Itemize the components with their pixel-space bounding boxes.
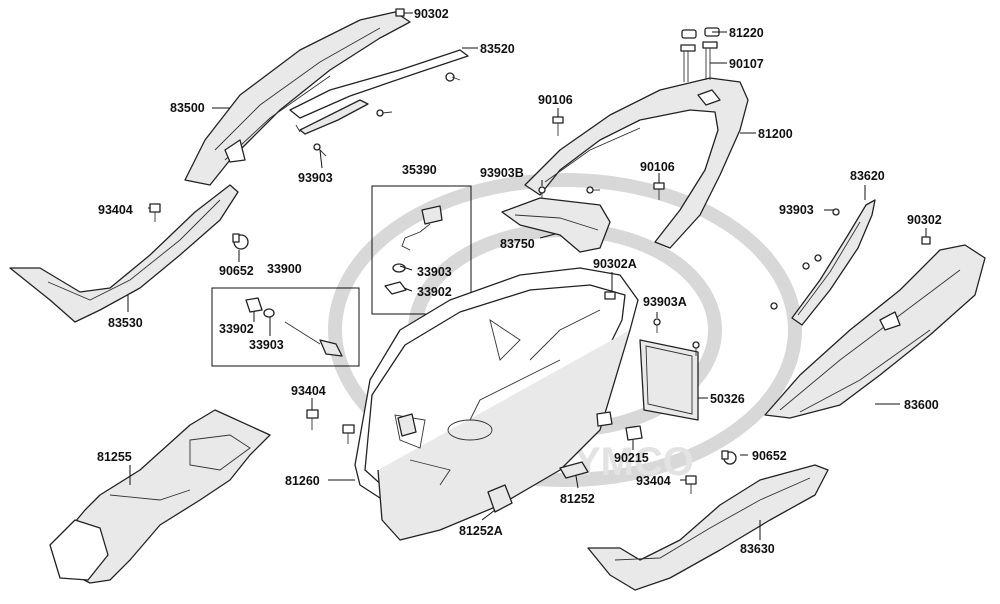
label-81200: 81200 <box>758 127 793 141</box>
label-33902-b: 33902 <box>219 322 254 336</box>
part-81252a-shape <box>487 484 513 513</box>
label-90302a: 90302A <box>593 257 637 271</box>
part-83530-shape <box>9 184 239 323</box>
label-90652-a: 90652 <box>219 264 254 278</box>
label-83530: 83530 <box>108 316 143 330</box>
part-93404c-bolt-shape <box>685 475 697 494</box>
part-93404-bolt-a-shape <box>149 203 161 222</box>
part-93903-screw-shape <box>313 143 327 157</box>
label-93404-a: 93404 <box>98 203 133 217</box>
part-83620-shape <box>791 199 876 326</box>
label-81255: 81255 <box>97 450 132 464</box>
label-33903-b: 33903 <box>249 338 284 352</box>
label-33902-a: 33902 <box>417 285 452 299</box>
label-93903a: 93903A <box>643 295 687 309</box>
part-81200-shape <box>524 77 749 249</box>
part-labels: 90302 83520 83500 93903 81220 90107 9010… <box>97 7 942 556</box>
label-35390: 35390 <box>402 163 437 177</box>
kit-35390-box <box>371 185 472 315</box>
label-81260: 81260 <box>285 474 320 488</box>
label-83630: 83630 <box>740 542 775 556</box>
part-90652b-grommet-shape <box>721 450 737 465</box>
part-83520-shape <box>289 49 469 135</box>
part-81255-shape <box>49 409 271 584</box>
label-93903: 93903 <box>298 171 333 185</box>
label-33903-a: 33903 <box>417 265 452 279</box>
label-83620: 83620 <box>850 169 885 183</box>
label-81252a: 81252A <box>459 524 503 538</box>
label-81252: 81252 <box>560 492 595 506</box>
part-81252-shape <box>559 461 589 479</box>
part-93903a-screw-shape <box>653 318 700 356</box>
part-93903b-screws-shape <box>538 186 600 200</box>
label-50326: 50326 <box>710 392 745 406</box>
part-83600-shape <box>764 244 986 419</box>
label-90302: 90302 <box>414 7 449 21</box>
label-90106-b: 90106 <box>640 160 675 174</box>
part-90106-bolt-a-shape <box>552 116 564 136</box>
part-90107-bolts-shape <box>680 41 718 82</box>
part-90302a-clip-shape <box>604 291 616 300</box>
label-90302-c: 90302 <box>907 213 942 227</box>
label-81220: 81220 <box>729 26 764 40</box>
label-83750: 83750 <box>500 237 535 251</box>
part-81220-nut-shape <box>681 27 720 39</box>
part-90302-clip-shape <box>395 8 405 17</box>
label-93903-d: 93903 <box>779 203 814 217</box>
part-90215-cap-shape <box>596 411 643 441</box>
label-93903b: 93903B <box>480 166 524 180</box>
label-90106-a: 90106 <box>538 93 573 107</box>
label-90107: 90107 <box>729 57 764 71</box>
part-93903-screws-d-shape <box>770 208 840 310</box>
part-90652-grommet-a-shape <box>232 233 249 250</box>
leader-lines <box>127 12 927 540</box>
label-33900: 33900 <box>267 262 302 276</box>
label-93404-c: 93404 <box>636 474 671 488</box>
label-83600: 83600 <box>904 398 939 412</box>
part-90302c-clip-shape <box>921 236 931 245</box>
part-81260-shape <box>354 267 639 541</box>
kit-33900-box <box>211 287 360 367</box>
label-93404-b: 93404 <box>291 384 326 398</box>
label-90215: 90215 <box>614 451 649 465</box>
part-83750-shape <box>501 197 611 253</box>
part-93404b-bolts-shape <box>306 409 355 444</box>
part-83500-shape <box>184 11 411 186</box>
label-90652-b: 90652 <box>752 449 787 463</box>
label-83520: 83520 <box>480 42 515 56</box>
label-83500: 83500 <box>170 101 205 115</box>
part-50326-shape <box>639 339 699 421</box>
part-83630-shape <box>587 464 829 591</box>
